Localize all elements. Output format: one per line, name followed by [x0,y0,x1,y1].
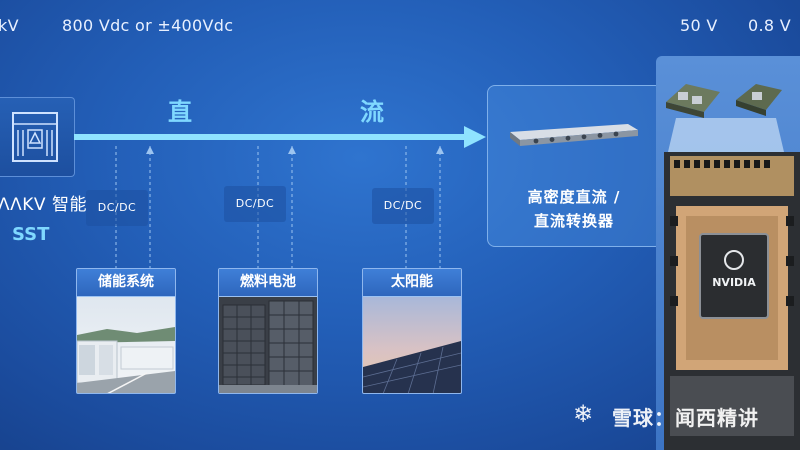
sst-transformer-box [0,97,75,177]
source-card-solar: 太阳能 [362,268,462,394]
dcdc-label-1: DC/DC [86,190,148,226]
snowball-logo-icon: ❄ [573,400,594,428]
converter-label-line-1: 高密度直流 / [527,188,621,206]
dcdc-label-3: DC/DC [372,188,434,224]
dcdc-label-2: DC/DC [224,186,286,222]
voltage-label-grid: kV [0,16,19,35]
power-module-icon [666,84,782,118]
bus-label-char-2: 流 [360,98,385,126]
source-card-title: 燃料电池 [219,269,317,297]
source-card-storage: 储能系统 [76,268,176,394]
watermark-text: 雪球：闻西精讲 [612,406,759,430]
fuel-cell-photo [219,297,317,393]
gpu-board-illustration: NVIDIA [664,84,800,450]
voltage-label-bus: 800 Vdc or ±400Vdc [62,16,234,35]
source-card-title: 储能系统 [77,269,175,297]
chip-brand-label: NVIDIA [712,276,756,289]
sst-name: ΛΛΚV 智能 [0,195,87,215]
converter-label-line-2: 直流转换器 [533,212,614,230]
solar-panel-photo [363,297,461,393]
voltage-label-0-8v: 0.8 V [748,16,791,35]
bus-label-char-1: 直 [168,98,193,126]
gpu-board-panel: NVIDIA [656,56,800,450]
sst-subtitle: SST [12,224,50,245]
voltage-label-50v: 50 V [680,16,718,35]
source-card-fuel-cell: 燃料电池 [218,268,318,394]
transformer-cabinet-icon [12,112,58,162]
converter-module-icon [510,124,638,146]
storage-photo [77,297,175,393]
dc-bus-arrow [74,126,486,289]
source-card-title: 太阳能 [363,269,461,297]
dc-dc-converter-box [487,85,663,247]
